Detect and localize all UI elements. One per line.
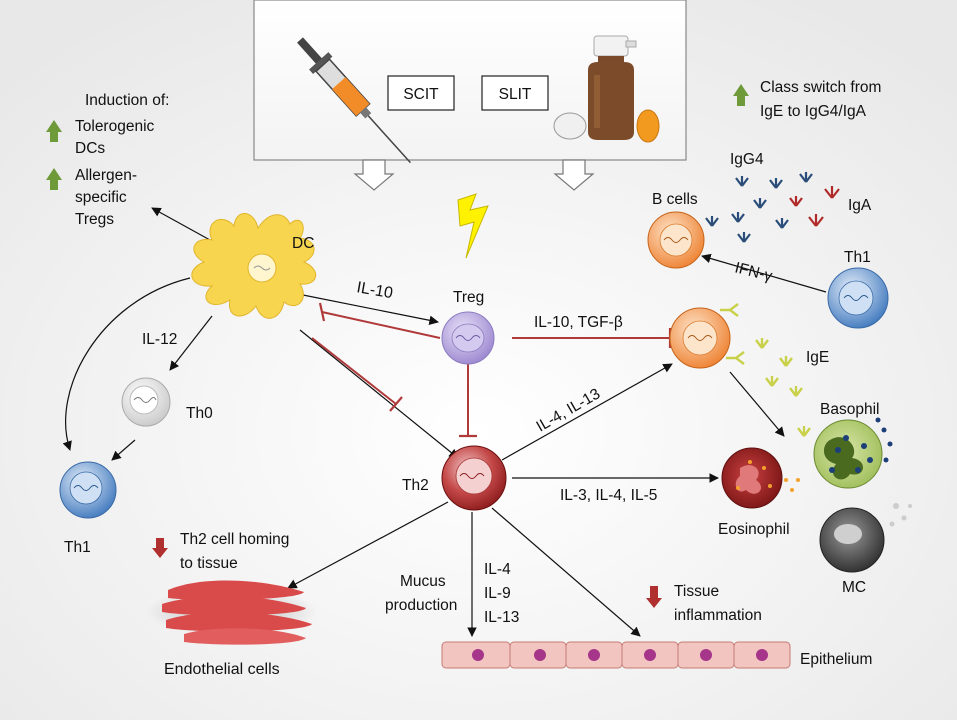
basophil-label: Basophil <box>820 401 879 418</box>
class-switch-line1: Class switch from <box>760 79 881 96</box>
bottle-icon <box>588 35 637 140</box>
arrow-ige-basophil <box>729 371 785 437</box>
antibody-cluster <box>705 172 840 243</box>
slit-box <box>481 75 549 111</box>
il13-label: IL-13 <box>484 609 519 626</box>
mucus-line1: Mucus <box>400 573 446 590</box>
il4-label: IL-4 <box>484 561 511 578</box>
tolerogenic-line1: Tolerogenic <box>75 118 155 135</box>
arrow-th2-endothelial <box>287 501 449 589</box>
arrow-dc-th0 <box>169 315 213 371</box>
inflammation-line1: Tissue <box>674 583 719 600</box>
scit-label: SCIT <box>403 86 439 103</box>
th1-left-label: Th1 <box>64 539 91 556</box>
basophil-cell <box>813 417 893 489</box>
down-arrow-right-icon <box>553 159 595 191</box>
iga-label: IgA <box>848 197 872 214</box>
arrow-dc-th2 <box>299 329 459 459</box>
endothelial-label: Endothelial cells <box>164 661 280 678</box>
down-arrow-icon <box>152 538 168 558</box>
down-arrow-left-icon <box>353 159 395 191</box>
inflammation-line2: inflammation <box>674 607 762 624</box>
mucus-line2: production <box>385 597 457 614</box>
epithelium-label: Epithelium <box>800 651 872 668</box>
arrow-dc-treg <box>297 293 439 326</box>
class-switch-line2: IgE to IgG4/IgA <box>760 103 867 120</box>
scit-box <box>387 75 455 111</box>
ige-label: IgE <box>806 349 829 366</box>
il10-label: IL-10 <box>355 279 394 302</box>
arrow-th0-th1 <box>111 439 136 461</box>
il12-label: IL-12 <box>142 331 177 348</box>
th0-cell <box>121 377 171 427</box>
homing-line2: to tissue <box>180 555 238 572</box>
b-cells-label: B cells <box>652 191 698 208</box>
allergen-line3: Tregs <box>75 211 114 228</box>
arrow-th1-bcells <box>701 253 827 293</box>
eosinophil-cell <box>721 447 800 509</box>
b-cell-top <box>647 211 705 269</box>
induction-title: Induction of: <box>85 92 169 109</box>
epithelium <box>441 641 791 669</box>
therapy-box: SCIT SLIT <box>253 0 687 164</box>
endothelial-cells <box>146 580 318 645</box>
treg-cell <box>441 311 495 365</box>
eosinophil-label: Eosinophil <box>718 521 790 538</box>
th1-left-cell <box>59 461 117 519</box>
th0-label: Th0 <box>186 405 213 422</box>
il10-tgfb-label: IL-10, TGF-β <box>534 314 623 331</box>
up-arrow-icon <box>46 168 62 190</box>
slit-label: SLIT <box>499 86 532 103</box>
capsule-icon <box>636 109 660 143</box>
il3-il4-il5-label: IL-3, IL-4, IL-5 <box>560 487 657 504</box>
b-cell-ige <box>669 307 731 369</box>
down-arrow-icon <box>646 586 662 608</box>
arrow-th2-bcell <box>501 363 673 461</box>
th2-cell <box>441 445 507 511</box>
arrow-th2-epithelium-2 <box>491 507 641 637</box>
arrow-dc-induction <box>151 207 211 241</box>
inhibit-treg-dc <box>321 311 441 339</box>
up-arrow-icon <box>46 120 62 142</box>
dc-label: DC <box>292 235 314 252</box>
mast-cell <box>819 503 912 573</box>
th2-label: Th2 <box>402 477 429 494</box>
allergen-line2: specific <box>75 189 127 206</box>
mc-label: MC <box>842 579 866 596</box>
tolerogenic-line2: DCs <box>75 140 105 157</box>
lightning-icon <box>457 193 489 259</box>
inhibit-dc-th2 <box>311 337 397 405</box>
allergen-line1: Allergen- <box>75 167 137 184</box>
th1-right-cell <box>827 267 889 329</box>
tablet-icon <box>553 112 587 140</box>
homing-line1: Th2 cell homing <box>180 531 289 548</box>
up-arrow-icon <box>733 84 749 106</box>
igg4-label: IgG4 <box>730 151 764 168</box>
arrow-dc-th1 <box>62 277 191 451</box>
ige-antibodies <box>720 303 811 437</box>
treg-label: Treg <box>453 289 484 306</box>
syringe-icon <box>297 37 411 164</box>
il9-label: IL-9 <box>484 585 511 602</box>
th1-right-label: Th1 <box>844 249 871 266</box>
dendritic-cell <box>191 213 316 319</box>
